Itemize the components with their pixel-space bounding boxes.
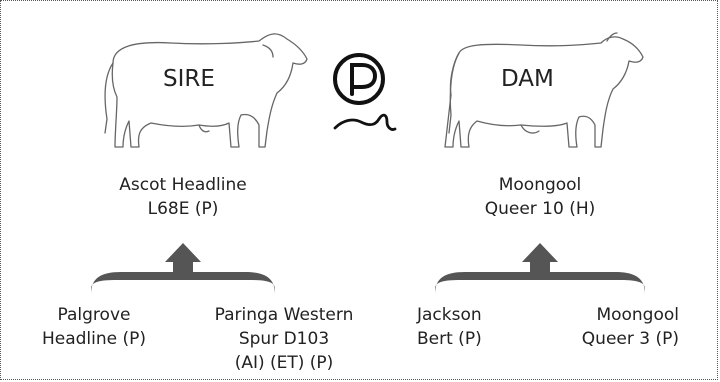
sire-name-line1: Ascot Headline [119,175,247,195]
dam-name-line2: Queer 10 (H) [484,199,596,219]
dam-parents-bracket [435,243,645,294]
dam-dam-name: Moongool Queer 3 (P) [567,303,679,351]
sire-dam-name: Paringa Western Spur D103 (AI) (ET) (P) [211,303,357,375]
sire-dam-line1: Paringa Western [214,305,354,325]
dam-sire-name: Jackson Bert (P) [417,303,507,351]
dam-sire-line2: Bert (P) [417,329,482,349]
sire-name: Ascot Headline L68E (P) [93,173,273,221]
dam-name-line1: Moongool [498,175,582,195]
sire-sire-name: Palgrove Headline (P) [35,303,153,351]
dam-dam-line2: Queer 3 (P) [581,329,679,349]
sire-sire-line2: Headline (P) [41,329,147,349]
sire-label: SIRE [163,66,215,92]
sire-name-line2: L68E (P) [147,199,219,219]
sire-parents-bracket [91,243,275,294]
dam-name: Moongool Queer 10 (H) [450,173,630,221]
dam-label: DAM [501,66,554,92]
dam-sire-line1: Jackson [417,305,482,325]
sire-dam-line3: (AI) (ET) (P) [234,353,334,373]
sire-dam-line2: Spur D103 [238,329,330,349]
sire-bull-outline-icon [104,33,308,148]
sire-sire-line1: Palgrove [57,305,131,325]
dam-cow-outline-icon [444,32,644,148]
polled-p-symbol-icon [333,53,397,131]
dam-dam-line1: Moongool [596,305,679,325]
